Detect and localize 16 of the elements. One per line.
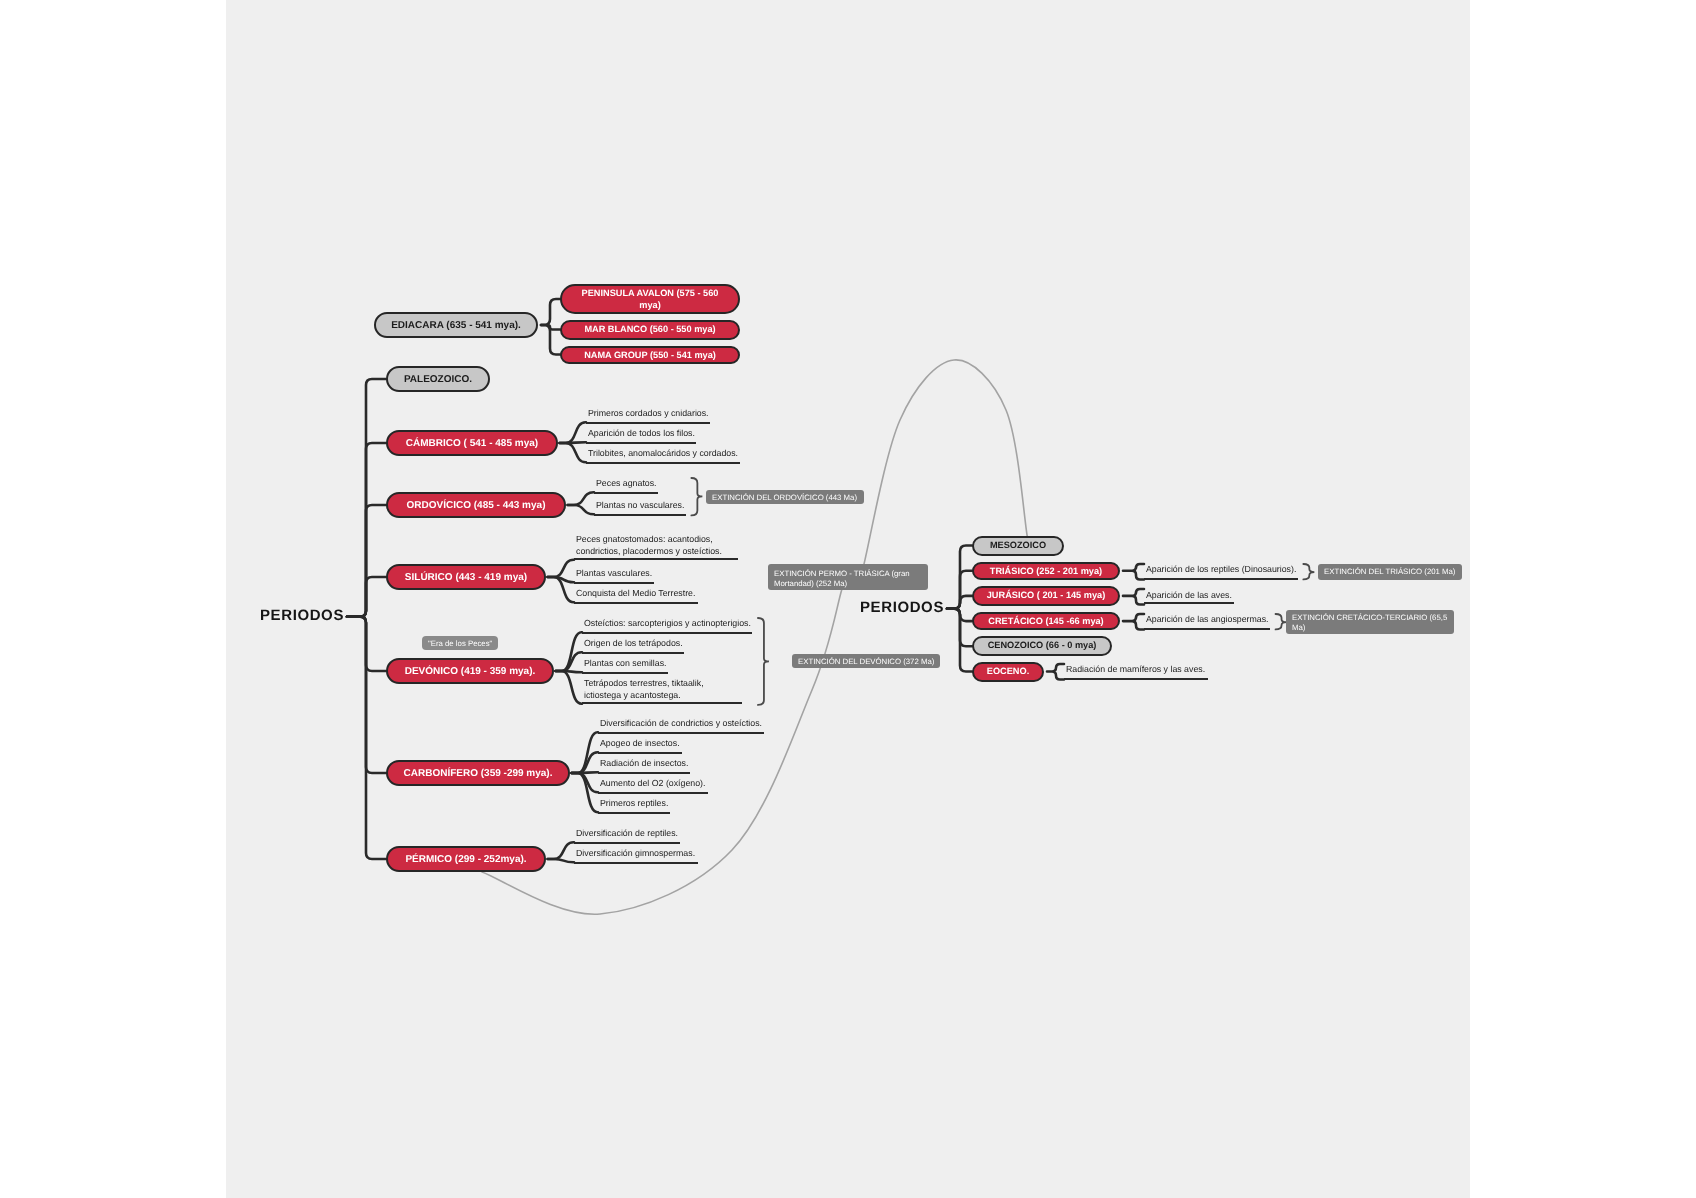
relationship-curve bbox=[863, 359, 1028, 565]
branch-line bbox=[558, 441, 588, 464]
branch-line bbox=[566, 503, 596, 516]
branch-line bbox=[554, 669, 584, 705]
brace-connector bbox=[1121, 587, 1146, 606]
brace-connector bbox=[1045, 662, 1066, 681]
brace-connector bbox=[1121, 612, 1146, 631]
brace-connector bbox=[945, 607, 974, 673]
branch-line bbox=[546, 575, 576, 604]
relationship-curve bbox=[481, 589, 843, 915]
brace-connector bbox=[539, 297, 562, 327]
brace-connector bbox=[539, 323, 562, 356]
bracket-connector bbox=[345, 615, 388, 861]
brace-connector bbox=[1121, 562, 1146, 581]
branch-line bbox=[546, 857, 576, 864]
branch-line bbox=[570, 771, 600, 814]
